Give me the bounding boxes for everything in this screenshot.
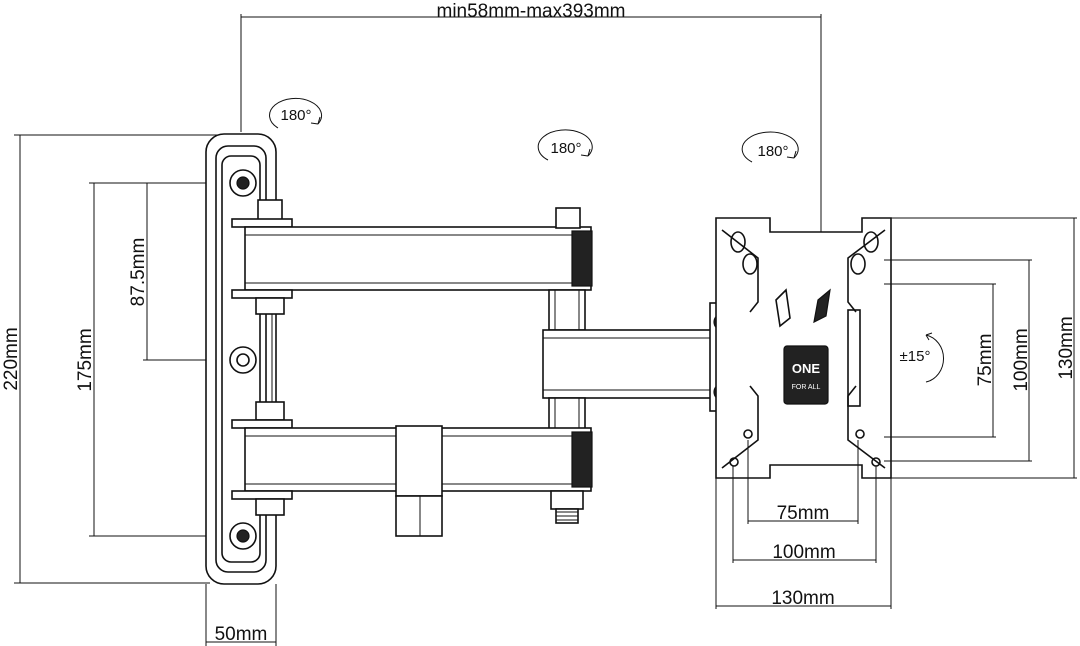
wall-height-dimension: 220mm bbox=[1, 134, 241, 584]
wall-hole-spacing-dimension: 175mm bbox=[75, 182, 240, 537]
vesa-horizontal-dimensions: 75mm 100mm 130mm bbox=[715, 440, 892, 609]
rotation-label-head: 180° bbox=[757, 143, 788, 160]
wall-center-offset-label: 87.5mm bbox=[128, 238, 149, 307]
tilt-indicator: ±15° bbox=[900, 332, 944, 383]
rotation-label-arm: 180° bbox=[550, 140, 581, 157]
brand-logo-line2: FOR ALL bbox=[792, 384, 821, 391]
rotation-badge-wall: 180° bbox=[269, 97, 323, 129]
vesa-v75-label: 75mm bbox=[975, 334, 996, 387]
span-dimension: min58mm-max393mm bbox=[240, 1, 822, 232]
tilt-label: ±15° bbox=[900, 348, 931, 365]
rotation-badge-arm: 180° bbox=[537, 129, 593, 161]
upper-arm bbox=[231, 199, 593, 331]
wall-depth-label: 50mm bbox=[215, 624, 268, 645]
vesa-h75-label: 75mm bbox=[777, 503, 830, 524]
wall-height-label: 220mm bbox=[1, 327, 22, 390]
rotation-label-wall: 180° bbox=[280, 107, 311, 124]
vesa-h130-label: 130mm bbox=[771, 588, 834, 609]
brand-logo-line1: ONE bbox=[792, 361, 821, 376]
rotation-badge-head: 180° bbox=[741, 131, 799, 163]
span-label: min58mm-max393mm bbox=[437, 1, 626, 22]
lower-arm bbox=[231, 401, 593, 537]
wall-hole-spacing-label: 175mm bbox=[75, 328, 96, 391]
wall-depth-dimension: 50mm bbox=[205, 584, 277, 646]
vesa-vertical-dimensions: 75mm 100mm 130mm bbox=[884, 217, 1077, 479]
vesa-head-plate: ONE FOR ALL bbox=[715, 217, 892, 479]
vesa-h100-label: 100mm bbox=[772, 542, 835, 563]
vesa-v100-label: 100mm bbox=[1011, 328, 1032, 391]
vesa-v130-label: 130mm bbox=[1056, 316, 1077, 379]
